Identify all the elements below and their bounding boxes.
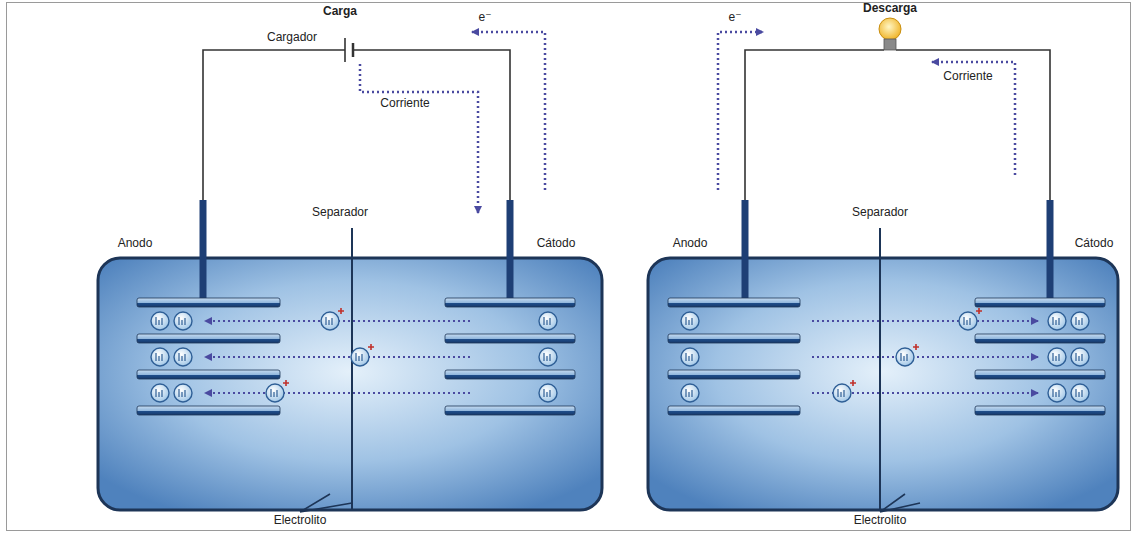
lithium-ion (351, 344, 374, 366)
panel-title: Carga (323, 5, 357, 19)
wire (203, 50, 510, 200)
lithium-ion (681, 348, 699, 366)
lithium-ion (896, 344, 919, 366)
separator-label: Separador (312, 206, 368, 220)
leader-line (300, 494, 352, 512)
electrode-plate (445, 370, 575, 379)
electron-label: e⁻ (728, 11, 741, 25)
panel-title: Descarga (863, 2, 917, 16)
electrode-plate (445, 334, 575, 343)
lithium-ion (959, 308, 982, 330)
electrode-plate (975, 406, 1105, 415)
ion-arrow (812, 320, 1038, 322)
light-bulb (884, 39, 896, 50)
lithium-ion (174, 312, 192, 330)
charger-symbol (352, 43, 355, 57)
electrolyte-label: Electrolito (854, 514, 907, 528)
charger-symbol (344, 38, 346, 62)
anode-terminal (742, 200, 749, 298)
wire (745, 50, 1050, 200)
leader-line (880, 494, 920, 512)
electrode-plate (445, 298, 575, 307)
lithium-ion (1071, 348, 1089, 366)
cathode-terminal (507, 200, 514, 298)
lithium-ion (1048, 384, 1066, 402)
lithium-ion (539, 312, 557, 330)
electrolyte-label: Electrolito (274, 514, 327, 528)
charge-panel (98, 32, 602, 512)
ion-arrow (205, 392, 470, 394)
electrode-plate (137, 298, 280, 307)
ion-arrow (812, 356, 1038, 358)
cathode-label: Cátodo (537, 237, 576, 251)
lithium-ion (174, 384, 192, 402)
electrode-plate (137, 370, 280, 379)
lithium-ion (266, 380, 289, 402)
electrode-plate (668, 298, 800, 307)
current-label: Corriente (943, 70, 992, 84)
electrode-plate (975, 370, 1105, 379)
current-arrow (360, 64, 478, 213)
electrode-plate (445, 406, 575, 415)
separator (879, 228, 881, 509)
current-arrow (932, 62, 1015, 175)
cell-housing (98, 258, 602, 510)
lithium-ion (151, 348, 169, 366)
lithium-ion (1048, 312, 1066, 330)
electron-label: e⁻ (478, 11, 491, 25)
electrode-plate (975, 334, 1105, 343)
cathode-label: Cátodo (1075, 237, 1114, 251)
electron-arrow (718, 32, 763, 190)
electrode-plate (668, 406, 800, 415)
lithium-ion (681, 384, 699, 402)
electrode-plate (668, 334, 800, 343)
lithium-ion (1071, 384, 1089, 402)
cathode-terminal (1047, 200, 1054, 298)
separator-label: Separador (852, 206, 908, 220)
frame (7, 3, 1131, 531)
lithium-ion (681, 312, 699, 330)
lithium-ion (539, 348, 557, 366)
anode-label: Anodo (673, 237, 708, 251)
electrode-plate (975, 298, 1105, 307)
electron-arrow (472, 32, 545, 190)
electrode-plate (137, 334, 280, 343)
lithium-ion (1071, 312, 1089, 330)
anode-terminal (200, 200, 207, 298)
charger-label: Cargador (267, 31, 317, 45)
current-label: Corriente (380, 97, 429, 111)
electrode-plate (137, 406, 280, 415)
lithium-ion (321, 308, 344, 330)
lithium-ion (539, 384, 557, 402)
electrode-plate (668, 370, 800, 379)
lithium-ion (151, 384, 169, 402)
discharge-panel (648, 18, 1118, 512)
light-bulb (879, 18, 901, 40)
lithium-ion (1048, 348, 1066, 366)
lithium-ion (174, 348, 192, 366)
ion-arrow (205, 356, 470, 358)
separator (351, 228, 353, 509)
anode-label: Anodo (118, 237, 153, 251)
lithium-ion (833, 380, 856, 402)
lithium-ion (151, 312, 169, 330)
